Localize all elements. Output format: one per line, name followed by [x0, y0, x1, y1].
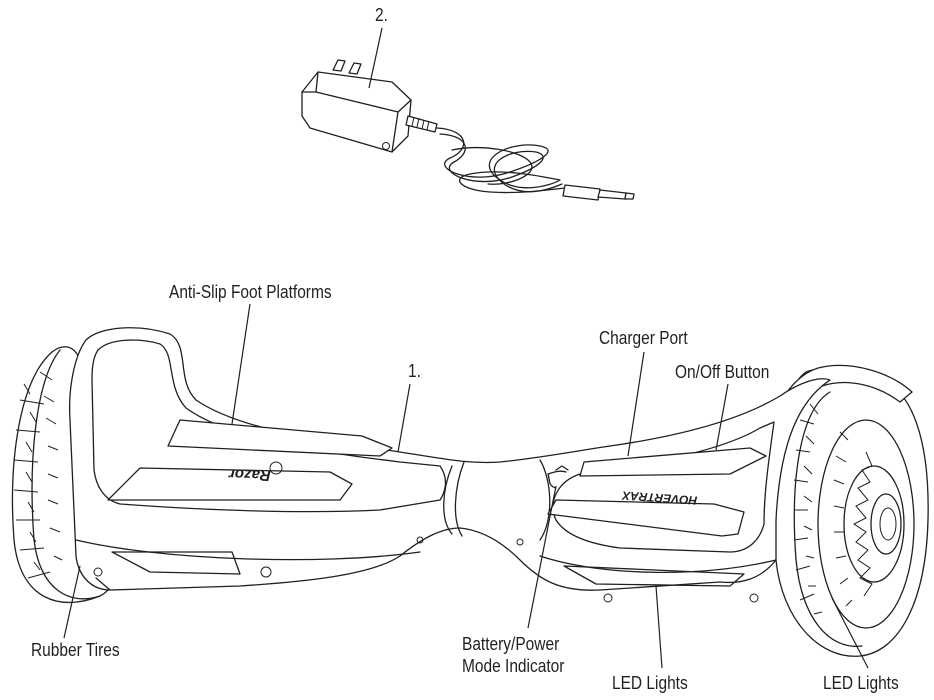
leader-battery: [527, 485, 557, 629]
leader-led-center: [655, 585, 663, 669]
label-led-lights-center: LED Lights: [612, 673, 688, 693]
label-anti-slip-foot-platforms: Anti-Slip Foot Platforms: [169, 282, 332, 302]
leader-anti-slip: [231, 303, 251, 425]
left-foot-pad-front: [167, 419, 393, 457]
left-foot-pad-rear: [107, 467, 353, 501]
label-battery-power-mode-indicator: Battery/Power Mode Indicator: [462, 634, 565, 676]
label-led-lights-right: LED Lights: [823, 673, 899, 693]
leader-rubber-tires: [63, 565, 81, 639]
right-foot-pad-rear: [547, 499, 745, 537]
hoverboard-illustration: [11, 327, 929, 657]
charger-illustration: [301, 59, 635, 201]
right-foot-pad-front: [579, 447, 767, 477]
leader-charger: [368, 27, 383, 89]
label-charger-port: Charger Port: [599, 328, 688, 348]
callout-hoverboard-number: 1.: [408, 361, 421, 381]
label-on-off-button: On/Off Button: [675, 362, 770, 382]
leader-hoverboard: [397, 383, 411, 453]
label-rubber-tires: Rubber Tires: [31, 640, 120, 660]
brand-right: HOVERTRAX: [621, 488, 698, 507]
leader-charger-port: [627, 351, 645, 457]
brand-left: Razor: [228, 465, 271, 483]
leader-on-off: [715, 383, 729, 451]
callout-charger-number: 2.: [375, 5, 388, 25]
leader-led-right: [831, 597, 869, 669]
